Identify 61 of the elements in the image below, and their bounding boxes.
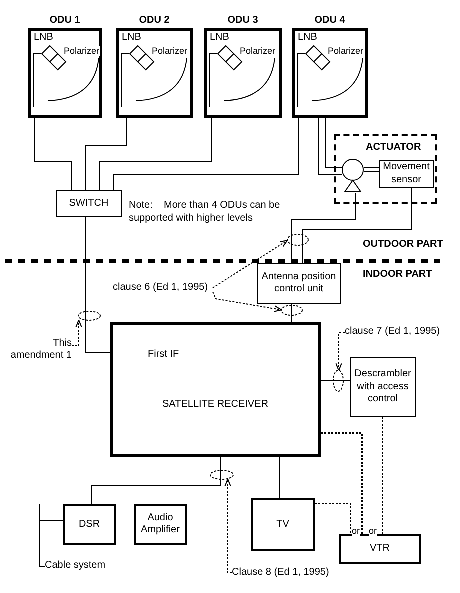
zone-label: OUTDOOR PART: [363, 239, 444, 252]
annotation: Cable system: [45, 560, 106, 572]
annotation: clause 6 (Ed 1, 1995): [113, 282, 208, 294]
unit-label: VTR: [369, 542, 391, 556]
annotation: This amendment 1: [10, 338, 72, 361]
zone-label: INDOOR PART: [363, 269, 432, 282]
connector-line: [318, 118, 342, 176]
annotation: clause 7 (Ed 1, 1995): [345, 326, 440, 338]
device-box: [251, 498, 315, 551]
connector-line: [302, 188, 412, 264]
unit-label: Movement sensor: [382, 162, 431, 186]
component-label: Polarizer: [64, 46, 100, 56]
unit-title: ODU 4: [314, 15, 346, 26]
component-label: LNB: [34, 32, 54, 44]
unit-title: ODU 3: [228, 15, 258, 26]
leader-arrow: [72, 320, 82, 346]
unit-label: Antenna position control unit: [260, 271, 338, 296]
component-label: Polarizer: [328, 46, 364, 56]
leader-arrow: [224, 478, 232, 574]
receiver-box: [110, 322, 321, 457]
note: Note: More than 4 ODUs can be supported with higher levels: [129, 200, 282, 225]
annotation: Clause 8 (Ed 1, 1995): [232, 567, 330, 578]
signal-label: First IF: [148, 349, 180, 362]
unit-box: [56, 190, 122, 217]
connector-line: [114, 118, 300, 190]
connector-line: [314, 504, 352, 534]
connector-line: [382, 416, 384, 534]
connector-label: or: [352, 526, 360, 538]
unit-label: SATELLITE RECEIVER: [162, 398, 270, 412]
connector-line: [321, 432, 363, 534]
leader-arrow: [212, 240, 288, 288]
unit-box: [257, 263, 341, 304]
unit-label: Audio Amplifier: [140, 512, 181, 537]
connector-label: or: [369, 526, 378, 538]
device-box: [134, 504, 187, 545]
unit-label: DSR: [78, 518, 102, 531]
unit-title: ODU 1: [50, 15, 80, 26]
connector-line: [100, 118, 212, 190]
unit-label: TV: [276, 518, 290, 531]
leader-arrow: [212, 292, 282, 312]
component-label: LNB: [122, 32, 142, 44]
connector-line: [86, 216, 110, 354]
connector-line: [34, 118, 72, 190]
device-box: [63, 504, 116, 545]
connector-line: [320, 380, 350, 382]
component-label: LNB: [210, 32, 230, 44]
component-label: Polarizer: [240, 46, 276, 56]
device-box: [339, 534, 421, 564]
actuator-title: ACTUATOR: [366, 142, 422, 154]
component-label: Polarizer: [152, 46, 188, 56]
connector-line: [40, 504, 64, 568]
unit-label: SWITCH: [68, 197, 110, 210]
unit-label: Descrambler with access control: [354, 368, 412, 406]
unit-box: [350, 357, 416, 417]
unit-title: ODU 2: [139, 15, 170, 26]
connector-line: [86, 118, 128, 190]
connector-line: [364, 168, 380, 172]
component-label: LNB: [298, 32, 318, 44]
leader-arrow: [336, 332, 346, 372]
actuator-box: [334, 134, 437, 204]
connector-line: [326, 118, 342, 168]
